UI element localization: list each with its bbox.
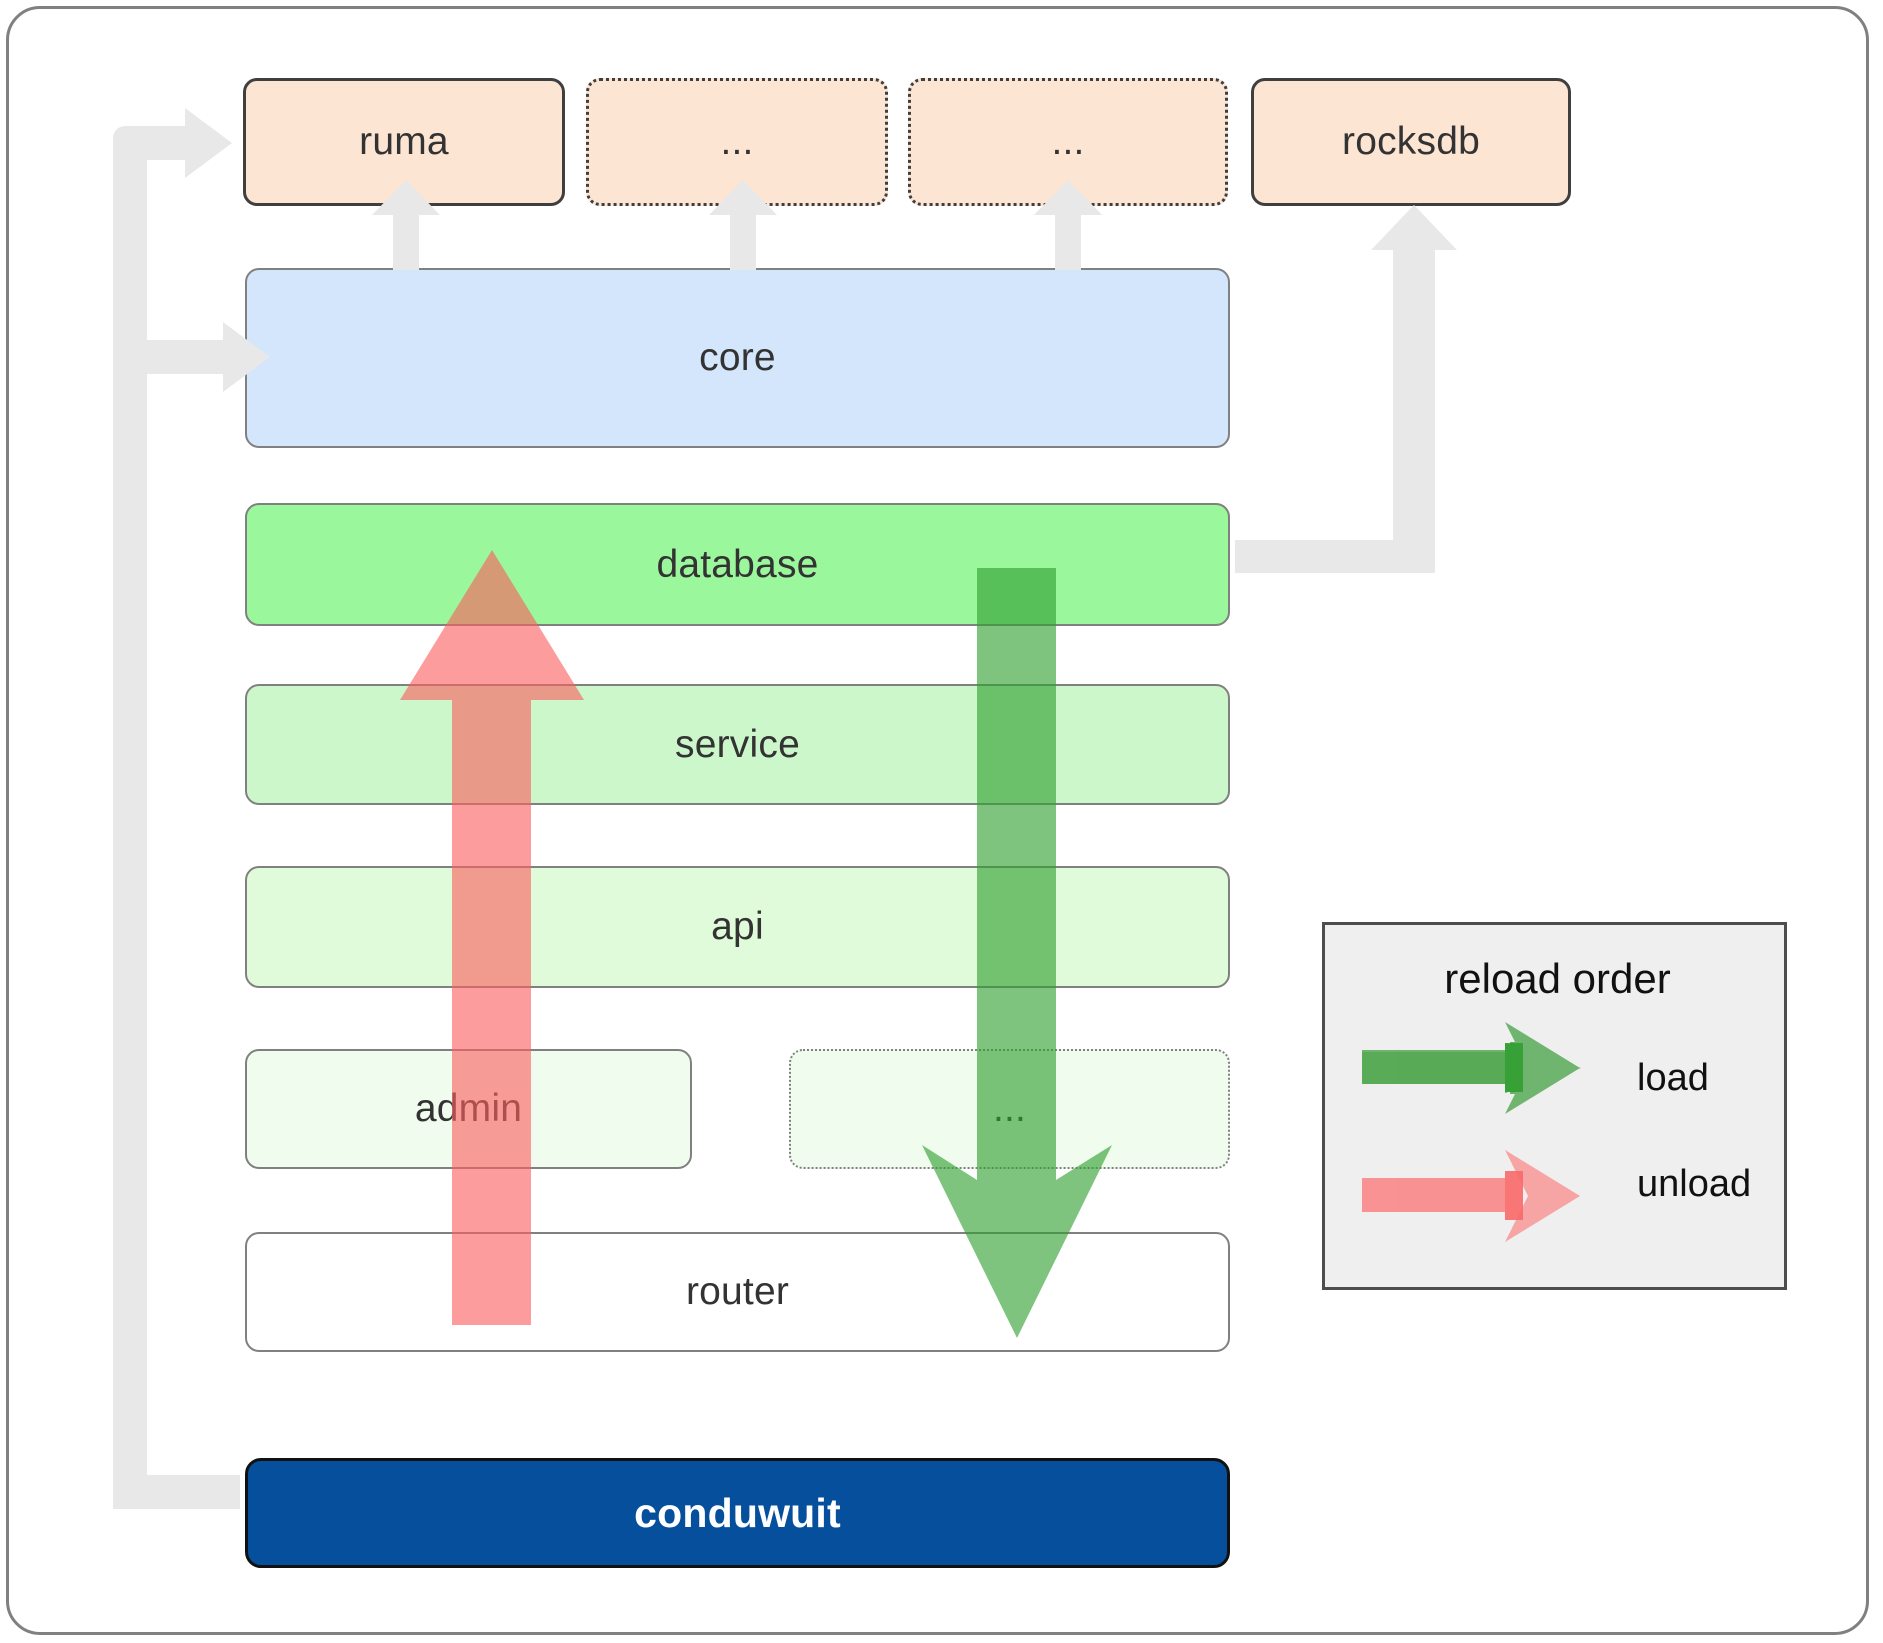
node-dep2-label: ... bbox=[720, 120, 754, 163]
diagram-frame bbox=[6, 6, 1869, 1635]
node-rocksdb-label: rocksdb bbox=[1342, 120, 1480, 163]
node-api-label: api bbox=[711, 905, 764, 948]
node-rocksdb[interactable]: rocksdb bbox=[1251, 78, 1571, 206]
node-more-label: ... bbox=[992, 1087, 1027, 1130]
node-dep3-label: ... bbox=[1051, 120, 1085, 163]
node-dep2[interactable]: ... bbox=[586, 78, 888, 206]
legend-box: reload order load unload bbox=[1322, 922, 1787, 1290]
node-database-label: database bbox=[656, 542, 819, 586]
node-conduwuit-label: conduwuit bbox=[634, 1489, 841, 1536]
legend-label-load: load bbox=[1637, 1057, 1709, 1099]
legend-title: reload order bbox=[1444, 955, 1671, 1002]
node-admin-label: admin bbox=[414, 1087, 523, 1130]
node-ruma[interactable]: ruma bbox=[243, 78, 565, 206]
node-dep3[interactable]: ... bbox=[908, 78, 1228, 206]
node-router[interactable]: router bbox=[245, 1232, 1230, 1352]
node-core[interactable]: core bbox=[245, 268, 1230, 448]
node-more[interactable]: ... bbox=[789, 1049, 1230, 1169]
node-ruma-label: ruma bbox=[359, 120, 449, 163]
node-admin[interactable]: admin bbox=[245, 1049, 692, 1169]
node-database[interactable]: database bbox=[245, 503, 1230, 626]
node-router-label: router bbox=[685, 1270, 790, 1313]
node-service[interactable]: service bbox=[245, 684, 1230, 805]
node-core-label: core bbox=[699, 336, 776, 379]
node-api[interactable]: api bbox=[245, 866, 1230, 988]
node-service-label: service bbox=[675, 722, 800, 766]
legend-label-unload: unload bbox=[1637, 1163, 1752, 1205]
node-conduwuit[interactable]: conduwuit bbox=[245, 1458, 1230, 1568]
